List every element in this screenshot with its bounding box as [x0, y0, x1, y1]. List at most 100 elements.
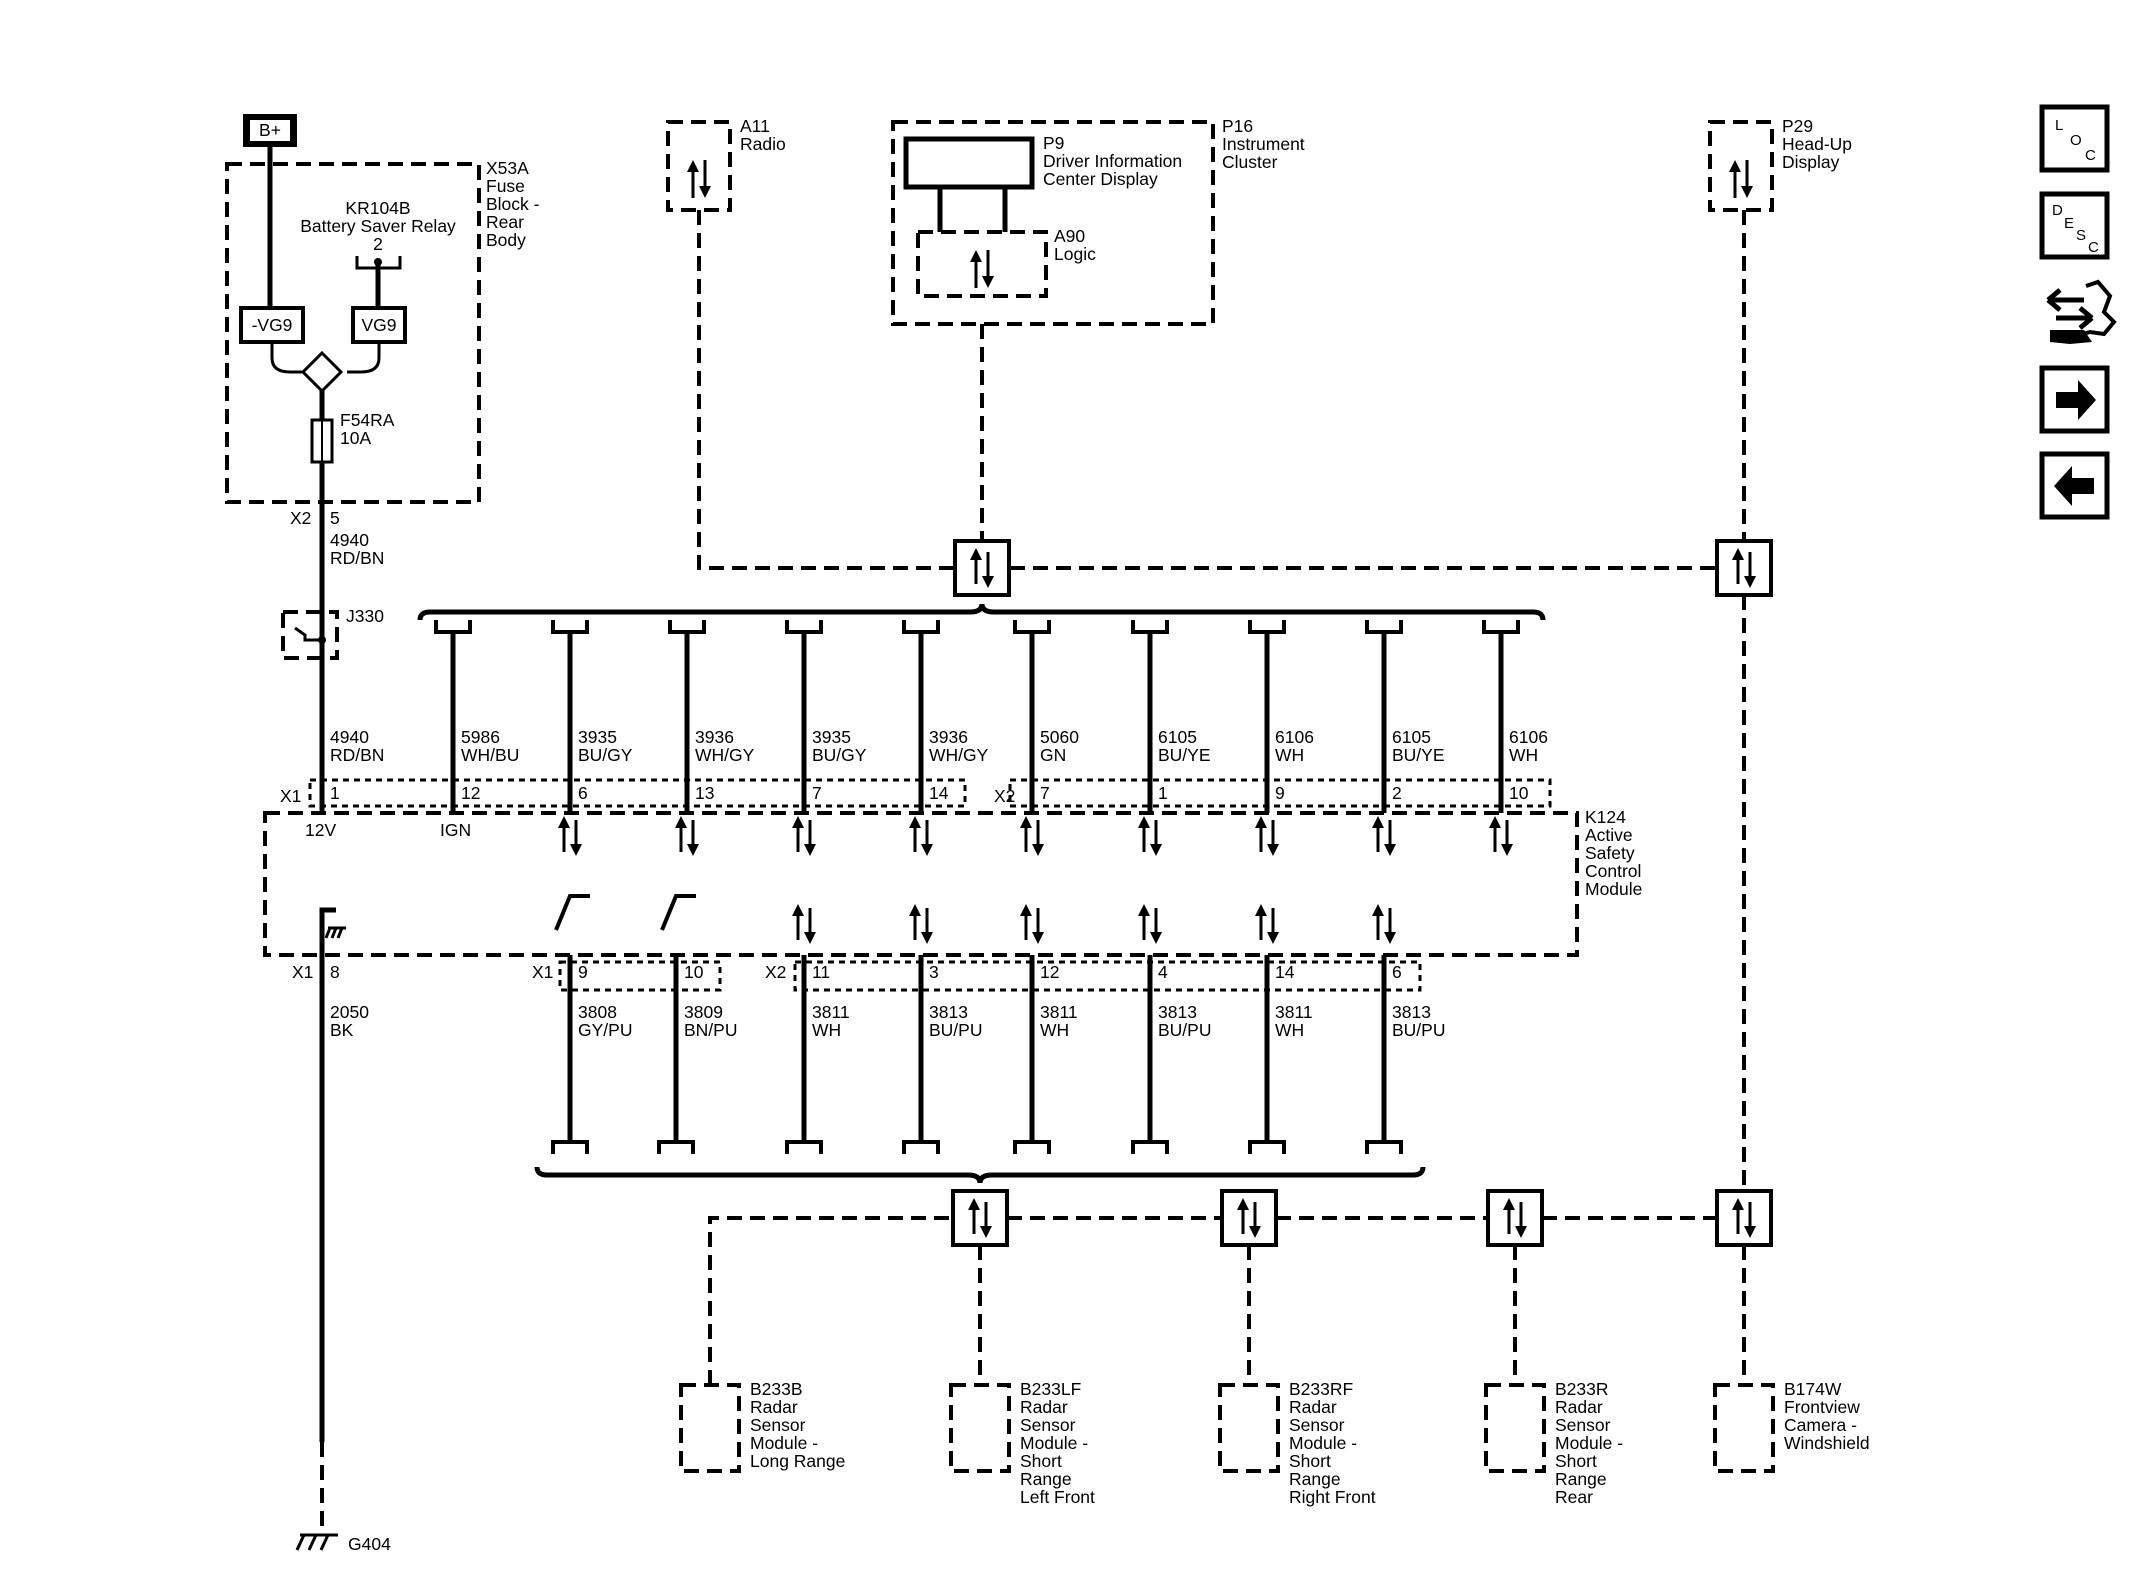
bus-arrow-icon: [1732, 1198, 1756, 1238]
terminal-cap: [551, 620, 589, 634]
sensor-name-line: Radar: [1020, 1397, 1068, 1417]
wire-color: WH/GY: [929, 745, 989, 765]
sensor-name-line: Radar: [1289, 1397, 1337, 1417]
signal-arrow-icon: [792, 904, 816, 944]
wire-circuit: 3813: [1392, 1002, 1431, 1022]
fuse-block-name-line: Fuse: [486, 176, 525, 196]
terminal-cap: [1248, 620, 1286, 634]
wire-pin: 2: [1392, 783, 1402, 803]
conn-x2-top: X2: [994, 786, 1015, 806]
wire-color: WH/GY: [695, 745, 755, 765]
vg9-box: [351, 306, 407, 344]
fuse-block-name-line: Block -: [486, 194, 540, 214]
sensor-name-line: Windshield: [1784, 1433, 1870, 1453]
wire-pin: 7: [812, 783, 822, 803]
wire-circuit: 3936: [929, 727, 968, 747]
sensor-name-line: Module -: [1555, 1433, 1623, 1453]
wire-pin: 3: [929, 962, 939, 982]
conn-x2-bottom: X2: [765, 962, 786, 982]
wire-color: GY/PU: [578, 1020, 632, 1040]
lower-wire-group: 82050BK93808GY/PU103809BN/PU113811WH3381…: [330, 894, 1445, 1154]
conn-x1-top: X1: [280, 786, 301, 806]
hud-ref: P29: [1782, 116, 1813, 136]
upper-wire-group: 4940RD/BN15986WH/BU123935BU/GY63936WH/GY…: [319, 620, 1548, 856]
sensor-name-line: Long Range: [750, 1451, 845, 1471]
sensor-name-line: Left Front: [1020, 1487, 1095, 1507]
switch-contact-icon: [660, 894, 696, 931]
wire-pin: 12: [461, 783, 480, 803]
head-up-display-p29: P29 Head-Up Display: [1708, 116, 1852, 212]
wire-color: RD/BN: [330, 745, 384, 765]
fuse-block-name-line: Rear: [486, 212, 524, 232]
wire-circuit: 3935: [812, 727, 851, 747]
sensor-name-line: Short: [1555, 1451, 1597, 1471]
fuse-block-name-line: Body: [486, 230, 526, 250]
wire-circuit: 2050: [330, 1002, 369, 1022]
relay-name: Battery Saver Relay: [300, 216, 456, 236]
sensor-name-line: Short: [1289, 1451, 1331, 1471]
logic-bidirectional-icon: [970, 250, 994, 288]
location-view-button[interactable]: L O C: [2039, 104, 2110, 173]
wire-pin: 14: [929, 783, 949, 803]
terminal-cap: [434, 620, 472, 634]
dic-display-box: [903, 136, 1035, 190]
wire-pin: 10: [1509, 783, 1529, 803]
wire-pin: 1: [330, 783, 340, 803]
inline-bus-connector: [953, 539, 1011, 597]
dic-name-line: Center Display: [1043, 169, 1158, 189]
conn-x1-bottom: X1: [292, 962, 313, 982]
signal-arrow-icon: [1020, 904, 1044, 944]
signal-arrow-icon: [1020, 816, 1044, 856]
signal-arrow-icon: [558, 816, 582, 856]
wire-color: BU/YE: [1392, 745, 1445, 765]
fuse-block-ref: X53A: [486, 158, 529, 178]
module-name-line: Active: [1585, 825, 1633, 845]
wire-color: GN: [1040, 745, 1066, 765]
wire-circuit: 3813: [929, 1002, 968, 1022]
fuse-block-outline: [225, 162, 481, 504]
wire-color: BN/PU: [684, 1020, 737, 1040]
module-name-line: Module: [1585, 879, 1642, 899]
terminal-cap: [1482, 620, 1520, 634]
module-ref: K124: [1585, 807, 1626, 827]
terminal-cap: [1365, 1140, 1403, 1154]
signal-arrow-icon: [1255, 904, 1279, 944]
loc-letter: O: [2070, 132, 2082, 149]
wire-pin: 4: [1158, 962, 1168, 982]
loc-letter: C: [2085, 147, 2096, 164]
power-wire-circuit: 4940: [330, 530, 369, 550]
upper-harness-bracket: [417, 603, 1546, 621]
sensor-name-line: Module -: [1289, 1433, 1357, 1453]
description-view-button[interactable]: D E S C: [2039, 191, 2110, 260]
terminal-cap: [902, 620, 940, 634]
swap-wrench-icon[interactable]: [2046, 279, 2117, 344]
lower-serial-data-bus: [708, 1216, 1746, 1385]
inline-bus-connector: [1486, 1189, 1544, 1247]
sensor-name-line: Right Front: [1289, 1487, 1376, 1507]
terminal-cap: [785, 1140, 823, 1154]
signal-arrow-icon: [909, 904, 933, 944]
wire-color: WH: [1275, 745, 1304, 765]
terminal-cap: [1013, 620, 1051, 634]
sensor-name-line: Range: [1020, 1469, 1072, 1489]
conn-x1-bottom-b: X1: [532, 962, 553, 982]
wire-color: WH: [1275, 1020, 1304, 1040]
dic-ref: P9: [1043, 133, 1064, 153]
arrow-left-icon[interactable]: [2039, 451, 2110, 520]
module-name-line: Control: [1585, 861, 1641, 881]
wire-pin: 9: [1275, 783, 1285, 803]
wire-color: WH: [1040, 1020, 1069, 1040]
arrow-right-icon[interactable]: [2039, 365, 2110, 434]
terminal-cap: [785, 620, 823, 634]
fuse-block-label: X53A Fuse Block - Rear Body: [486, 158, 540, 250]
bus-arrow-icon: [968, 1198, 992, 1238]
terminal-cap: [1131, 620, 1169, 634]
